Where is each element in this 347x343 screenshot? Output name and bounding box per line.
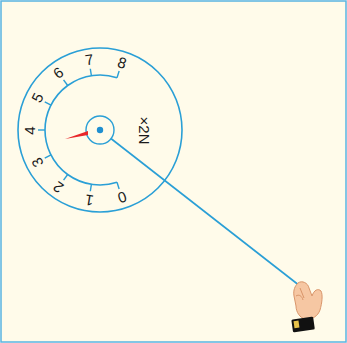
scale-number: 7 bbox=[84, 52, 95, 68]
scale-ticks bbox=[38, 69, 119, 191]
tick-mark bbox=[38, 129, 45, 130]
hand bbox=[291, 282, 322, 333]
hub-circle bbox=[86, 116, 114, 144]
tick-mark bbox=[117, 71, 119, 78]
unit-label: ×2N bbox=[138, 116, 153, 144]
tick-mark bbox=[64, 174, 68, 180]
tick-mark bbox=[45, 155, 51, 158]
tick-mark bbox=[64, 80, 68, 86]
tick-mark bbox=[45, 102, 51, 105]
pull-string bbox=[100, 130, 300, 286]
hub-dot bbox=[97, 127, 103, 133]
tick-mark bbox=[90, 69, 91, 76]
scale-number: 4 bbox=[22, 126, 37, 134]
red-pointer bbox=[65, 131, 88, 139]
tick-mark bbox=[117, 182, 119, 189]
scale-arc bbox=[45, 75, 117, 185]
dial-outer-ring bbox=[18, 48, 182, 212]
tick-mark bbox=[90, 184, 91, 191]
